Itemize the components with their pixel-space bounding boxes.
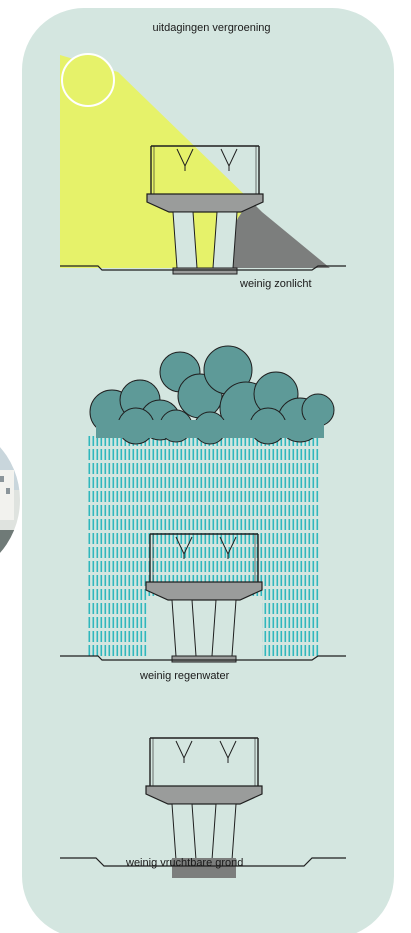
diagram-title: uitdagingen vergroening <box>6 22 411 34</box>
caption-soil: weinig vruchtbare grond <box>126 857 243 869</box>
caption-rainwater: weinig regenwater <box>140 670 229 682</box>
rain-area-right <box>262 436 320 658</box>
photo-fragment <box>0 420 20 590</box>
sun-icon <box>62 54 114 106</box>
caption-sunlight: weinig zonlicht <box>240 278 312 290</box>
